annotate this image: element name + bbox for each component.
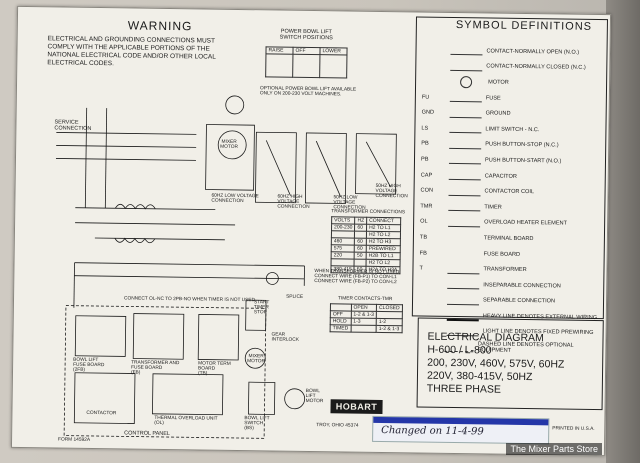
transformer-connections-title: TRANSFORMER CONNECTIONS	[331, 209, 406, 216]
50hz-high-voltage-label: 50HZ HIGH VOLTAGE CONNECTION	[375, 183, 408, 200]
transformer-symbol	[447, 264, 480, 274]
diagram-model: H-600 / L-800	[427, 343, 492, 357]
change-sticker: Changed on 11-4-99	[372, 415, 550, 445]
thermal-overload-label: THERMAL OVERLOAD UNIT (OL)	[154, 415, 218, 426]
separable-connection-symbol	[446, 295, 480, 306]
diagram-voltage-60hz: 200, 230V, 460V, 575V, 60HZ	[427, 356, 565, 371]
mixer-motor-2-label: MIXER MOTOR	[247, 354, 265, 365]
schematic-wiring	[55, 95, 397, 439]
contact-no-symbol	[450, 46, 483, 56]
wiring-diagram-sheet: WARNING ELECTRICAL AND GROUNDING CONNECT…	[10, 5, 612, 457]
diagram-phase: THREE PHASE	[426, 382, 501, 396]
printed-in-usa: PRINTED IN U.S.A.	[552, 426, 595, 432]
capacitor-symbol	[448, 170, 481, 181]
control-panel-label: CONTROL PANEL	[124, 430, 171, 438]
limit-switch-symbol	[449, 124, 482, 134]
gear-interlock-label: GEAR INTERLOCK	[271, 332, 299, 343]
handwritten-note: Changed on 11-4-99	[381, 425, 484, 438]
bowl-lift-motor-label: BOWL LIFT MOTOR	[305, 388, 324, 405]
when-transformer-note: WHEN TRANSFORMER IS NOT USED: CONNECT WI…	[314, 269, 401, 286]
push-button-start-symbol	[448, 155, 482, 165]
inseparable-connection-symbol	[447, 280, 480, 290]
contactor-label: CONTACTOR	[86, 410, 117, 417]
push-button-stop-symbol	[449, 139, 482, 150]
splice-label: SPLICE	[286, 294, 304, 300]
service-connection-label: SERVICE CONNECTION	[54, 119, 92, 132]
bowl-lift-fuse-board-label: BOWL LIFT FUSE BOARD (2FB)	[72, 357, 105, 373]
motor-symbol	[460, 76, 473, 89]
ground-symbol	[449, 108, 482, 119]
bowl-lift-switch-bs-label: BOWL LIFT SWITCH (BS)	[244, 416, 270, 432]
timer-contacts-title: TIMER CONTACTS-TMR	[338, 296, 393, 303]
sticker-band	[373, 416, 549, 426]
machine-frame	[606, 0, 640, 463]
troy-ohio: TROY, OHIO 45374	[316, 423, 359, 429]
diagram-title: ELECTRICAL DIAGRAM	[427, 330, 544, 345]
transformer-fuse-board-label: TRANSFORMER AND FUSE BOARD (FB)	[130, 360, 180, 376]
symbol-definitions-title: SYMBOL DEFINITIONS	[455, 19, 593, 33]
hobart-logo: HOBART	[330, 399, 383, 415]
motor-term-board-label: MOTOR TERM BOARD (TB)	[197, 361, 231, 377]
start-timer-stop-label: START TIMER STOP	[253, 300, 270, 316]
contact-nc-symbol	[450, 61, 483, 72]
store-watermark: The Mixer Parts Store	[506, 443, 602, 455]
timer-symbol	[448, 202, 481, 212]
overload-symbol	[448, 217, 481, 228]
form-number: FORM 14592A	[58, 437, 91, 443]
contactor-coil-symbol	[448, 186, 481, 197]
diagram-voltage-50hz: 220V, 380-415V, 50HZ	[426, 369, 533, 384]
mixer-motor-label: MIXER MOTOR	[220, 139, 238, 150]
60hz-high-voltage-label: 60HZ HIGH VOLTAGE CONNECTION	[277, 194, 310, 210]
symbol-list: CONTACT-NORMALLY OPEN (N.O.) CONTACT-NOR…	[418, 43, 602, 357]
fuse-symbol	[449, 93, 482, 103]
60hz-low-voltage-label: 60HZ LOW VOLTAGE CONNECTION	[211, 193, 259, 205]
